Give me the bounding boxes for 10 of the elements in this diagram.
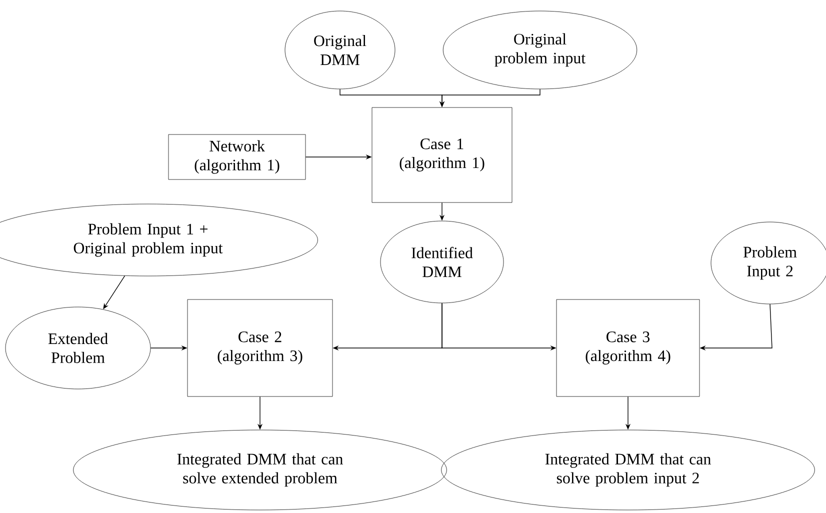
ellipse-node: Identified DMM (380, 220, 504, 304)
ellipse-node: Original DMM (284, 10, 396, 90)
process-box: Case 1 (algorithm 1) (372, 107, 512, 203)
ellipse-node: Extended Problem (5, 306, 151, 390)
ellipse-node: Integrated DMM that can solve extended problem (73, 430, 447, 510)
process-box: Network (algorithm 1) (168, 134, 306, 180)
process-box: Case 3 (algorithm 4) (556, 299, 700, 397)
ellipse-node: Original problem input (442, 10, 638, 90)
process-box: Case 2 (algorithm 3) (187, 299, 333, 397)
ellipse-node: Integrated DMM that can solve problem input 2 (441, 430, 815, 510)
